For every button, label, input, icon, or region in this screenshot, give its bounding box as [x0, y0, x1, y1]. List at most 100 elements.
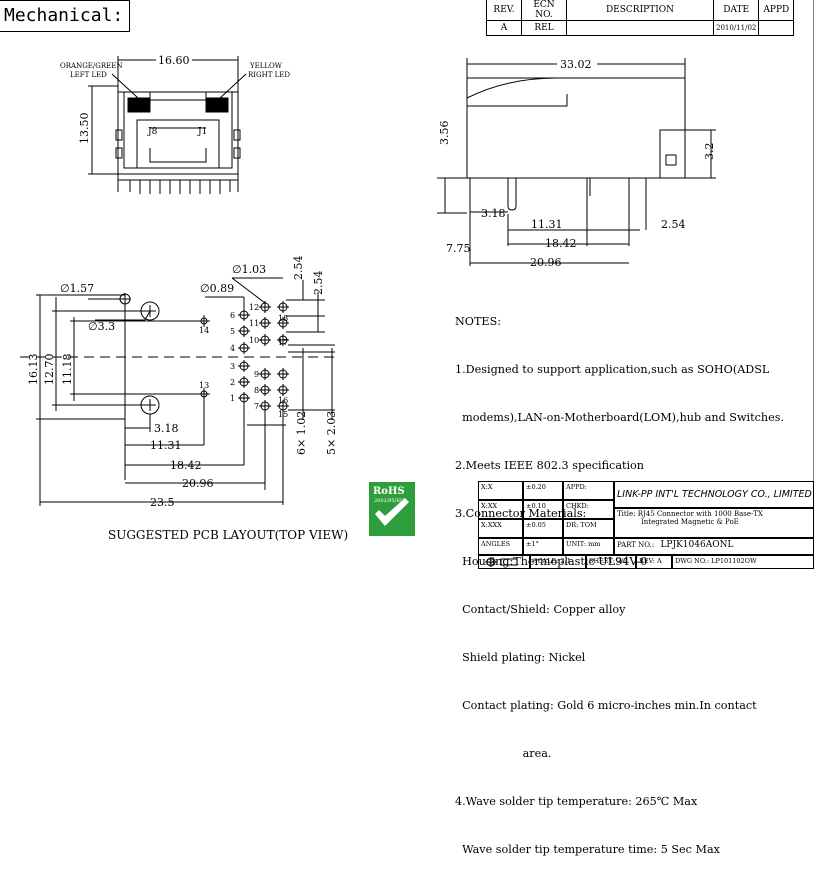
mechanical-drawing: ORANGE/GREEN LEFT LED YELLOW RIGHT LED 1…: [20, 0, 814, 509]
pcb-dim-16-13: 16.13: [27, 354, 40, 386]
appd-header: APPD: [758, 0, 795, 21]
sheet-value: 2/2: [616, 557, 628, 565]
pin-label-11: 11: [249, 319, 259, 328]
title-line-2: Integrated Magnetic & PoE: [641, 518, 739, 526]
pin-label-12: 12: [249, 303, 259, 312]
ecn-cell: REL: [521, 20, 567, 36]
left-led-label-1: ORANGE/GREEN: [60, 62, 122, 70]
chkd-label: CHKD:: [563, 500, 614, 519]
notes-heading: NOTES:: [455, 315, 502, 328]
unit-cell: UNIT: mm: [563, 538, 614, 555]
pin-label-2: 2: [230, 378, 235, 387]
pin-label-18: 18: [278, 314, 288, 323]
pin-label-8: 8: [254, 386, 259, 395]
note-line: 2.Meets IEEE 802.3 specification: [455, 459, 645, 472]
rohs-sub: 2002/95/EC: [374, 498, 404, 504]
pcb-dim-12-70: 12.70: [43, 354, 56, 386]
revision-table: REV. ECN NO. DESCRIPTION DATE APPD A REL…: [486, 0, 795, 36]
sheet-cell: SHEET: 2/2: [586, 555, 636, 569]
scale-label: SCALE:: [533, 557, 559, 565]
left-led-label-2: LEFT LED: [70, 71, 107, 79]
note-line: 4.Wave solder tip temperature: 265℃ Max: [455, 795, 698, 808]
pin-label-7: 7: [254, 402, 259, 411]
pcb-dia-0-89: ∅0.89: [200, 282, 234, 295]
side-dim-3-18: 3.18: [481, 207, 506, 220]
projection-symbol-icon: [485, 557, 518, 567]
sheet-label: SHEET:: [589, 557, 615, 565]
note-line: Contact/Shield: Copper alloy: [455, 603, 626, 616]
right-led-label-1: YELLOW: [249, 62, 283, 70]
front-height-dim: 13.50: [78, 113, 91, 145]
dr-value: TOM: [580, 521, 597, 529]
pin-label-3: 3: [230, 362, 235, 371]
rev-label: REV:: [639, 557, 655, 565]
pin-label-5: 5: [230, 327, 235, 336]
side-height-dim: 3.56: [438, 121, 451, 146]
note-line: Shield plating: Nickel: [455, 651, 586, 664]
pcb-row-pitch: 5× 2.03: [325, 411, 338, 455]
section-title: Mechanical:: [0, 0, 130, 32]
dwg-value: LP101102OW: [711, 557, 757, 565]
tol-xxx-value: ±0.05: [523, 519, 563, 538]
title-label: Title:: [617, 510, 636, 518]
company-name: LINK-PP INT'L TECHNOLOGY CO., LIMITED: [617, 489, 812, 500]
pcb-bottom-20-96: 20.96: [182, 477, 214, 490]
unit-value: mm: [588, 540, 601, 548]
pcb-pitch-b: 2.54: [312, 271, 325, 296]
title-line-1: RJ45 Connector with 1000 Base-TX: [637, 510, 763, 518]
dwg-label: DWG NO.:: [675, 557, 710, 565]
tol-x-value: ±0.20: [523, 481, 563, 500]
angles-label: ANGLES: [478, 538, 523, 555]
pcb-bottom-23-5: 23.5: [150, 496, 175, 509]
rev-value: A: [656, 557, 662, 565]
date-cell: 2010/11/02: [712, 20, 760, 36]
pcb-bottom-11-31: 11.31: [150, 439, 182, 452]
pcb-dia-3-3: ∅3.3: [88, 320, 115, 333]
angles-value: ±1°: [523, 538, 563, 555]
rohs-label: RoHS: [373, 486, 405, 497]
dwg-cell: DWG NO.: LP101102OW: [672, 555, 814, 569]
pin-label-10: 10: [249, 336, 259, 345]
pin-label-14: 14: [199, 326, 209, 335]
note-line: 3.Connector Materials:: [455, 507, 587, 520]
right-led-label-2: RIGHT LED: [248, 71, 290, 79]
note-line: 1.Designed to support application,such a…: [455, 363, 770, 376]
rev-cell-tb: REV: A: [636, 555, 672, 569]
company-cell: LINK-PP INT'L TECHNOLOGY CO., LIMITED: [614, 481, 814, 508]
pin-label-16: 16: [278, 396, 288, 405]
unit-label: UNIT:: [566, 540, 587, 548]
pin-label-13: 13: [199, 381, 209, 390]
dr-cell: DR: TOM: [563, 519, 614, 538]
revision-table-row: A REL 2010/11/02: [486, 20, 795, 36]
side-dim-20-96: 20.96: [530, 256, 562, 269]
pcb-dia-1-03: ∅1.03: [232, 263, 266, 276]
part-number: LPJK1046AONL: [660, 540, 734, 550]
pin-label-15: 15: [278, 410, 288, 419]
side-dim-2-54: 2.54: [661, 218, 686, 231]
notes-section: NOTES: 1.Designed to support application…: [455, 282, 784, 874]
tol-xx-label: X:XX: [478, 500, 523, 519]
tol-x-label: X:X: [478, 481, 523, 500]
note-line: modems),LAN-on-Motherboard(LOM),hub and …: [455, 411, 785, 424]
pcb-bottom-3-18: 3.18: [154, 422, 179, 435]
title-cell: Title: RJ45 Connector with 1000 Base-TX …: [614, 508, 814, 538]
note-line: Contact plating: Gold 6 micro-inches min…: [455, 699, 757, 712]
scale-value: 2/1: [560, 557, 571, 565]
pcb-bottom-18-42: 18.42: [170, 459, 202, 472]
port-left-label: J8: [147, 127, 158, 137]
pcb-layout-caption: SUGGESTED PCB LAYOUT(TOP VIEW): [108, 528, 349, 542]
side-right-dim: 3.2: [703, 143, 716, 161]
side-length-dim: 33.02: [560, 58, 592, 71]
dr-label: DR:: [566, 521, 579, 529]
side-dim-7-75: 7.75: [446, 242, 471, 255]
pcb-dia-1-57: ∅1.57: [60, 282, 94, 295]
title-block: X:X ±0.20 APPD: X:XX ±0.10 CHKD: X:XXX ±…: [478, 481, 814, 569]
pin-label-6: 6: [230, 311, 235, 320]
front-width-dim: 16.60: [158, 54, 190, 67]
checkmark-icon: [375, 498, 409, 526]
note-line: Wave solder tip temperature time: 5 Sec …: [455, 843, 720, 856]
scale-cell: SCALE: 2/1: [530, 555, 586, 569]
pin-label-17: 17: [278, 338, 288, 347]
rohs-logo: RoHS 2002/95/EC: [369, 482, 415, 536]
part-label: PART NO.:: [617, 541, 655, 549]
